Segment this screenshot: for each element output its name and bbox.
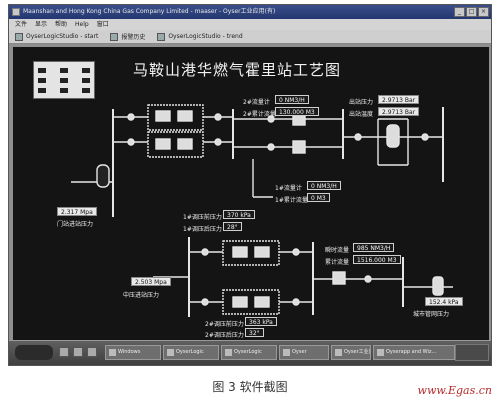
maximize-button[interactable]: □ (466, 7, 477, 17)
window-controls: _ □ × (454, 7, 489, 17)
menu-item-window[interactable]: 窗口 (96, 21, 109, 28)
menu-item-help-cn[interactable]: 帮助 (55, 21, 68, 28)
value-tiao1-p1: 370 kPa (223, 210, 255, 219)
legend-row (38, 88, 92, 93)
value-tiao1-p2: 28° (223, 222, 242, 231)
taskbar-task[interactable]: Oyser (279, 345, 329, 360)
menu-item-file[interactable]: 文件 (15, 21, 28, 28)
value-1-total: 0 M3 (307, 193, 330, 202)
label-tiao1-p1: 1#调压前压力 (183, 214, 222, 221)
label-dist-flow: 瞬时流量 (325, 247, 350, 254)
app-icon (12, 8, 20, 16)
minimize-button[interactable]: _ (454, 7, 465, 17)
window-title: Maanshan and Hong Kong China Gas Company… (23, 8, 276, 15)
toolbar-button-label: 报警历史 (121, 34, 146, 41)
window-titlebar: Maanshan and Hong Kong China Gas Company… (9, 5, 491, 19)
label-tiao2-p2: 2#调压后压力 (205, 332, 244, 339)
label-tiao2-p1: 2#调压前压力 (205, 321, 244, 328)
value-dist-total: 1516.000 M3 (353, 255, 401, 264)
label-dist-total: 累计流量 (325, 259, 350, 266)
legend-row (38, 68, 92, 73)
taskbar-task[interactable]: Oyserapp and Wiz... (373, 345, 455, 360)
process-diagram-canvas: 马鞍山港华燃气霍里站工艺图 2#流量计 0 NM3/H 2#累计流量 130.0… (13, 47, 489, 341)
taskbar-task[interactable]: OyserLogic (221, 345, 277, 360)
value-city-pressure: 152.4 kPa (425, 297, 463, 306)
value-mid-pressure: 2.503 Mpa (131, 277, 171, 286)
value-dist-flow: 985 NM3/H (353, 243, 395, 252)
legend-panel (33, 61, 95, 99)
value-inlet-pressure: 2.317 Mpa (57, 207, 97, 216)
taskbar: Windows OyserLogic OyserLogic Oyser Oyse… (9, 340, 491, 365)
taskbar-task[interactable]: Windows (105, 345, 161, 360)
value-outlet-pressure: 2.9713 Bar (378, 95, 420, 104)
app-icon[interactable] (87, 347, 97, 357)
menu-item-view[interactable]: 显示 (35, 21, 48, 28)
quick-launch (59, 347, 97, 357)
diagram-title: 马鞍山港华燃气霍里站工艺图 (133, 61, 342, 79)
label-outlet-temp: 出站温度 (349, 111, 374, 118)
menu-item-help[interactable]: Help (75, 21, 89, 28)
label-city-pressure: 城市管网压力 (413, 311, 450, 318)
taskbar-task[interactable]: Oyser工业应用 (331, 345, 371, 360)
toolbar: OyserLogicStudio - start 报警历史 OyserLogic… (9, 30, 491, 44)
label-2-flow: 2#流量计 (243, 99, 270, 106)
label-1-total: 1#累计流量 (275, 197, 308, 204)
app-icon (15, 32, 23, 41)
toolbar-button-alarm[interactable]: 报警历史 (110, 32, 145, 41)
label-tiao1-p2: 1#调压后压力 (183, 226, 222, 233)
label-1-flow: 1#流量计 (275, 185, 302, 192)
start-button[interactable] (15, 345, 53, 360)
value-2-flow: 0 NM3/H (275, 95, 309, 104)
alarm-icon (110, 32, 119, 41)
figure-caption: 图 3 软件截图 (212, 380, 288, 394)
taskbar-task[interactable]: OyserLogic (163, 345, 219, 360)
system-tray (455, 344, 489, 361)
label-inlet-pressure: 门站进站压力 (57, 221, 94, 228)
value-tiao2-p2: 32° (245, 328, 264, 337)
browser-icon[interactable] (73, 347, 83, 357)
legend-row (38, 78, 92, 83)
label-outlet-pressure: 出站压力 (349, 99, 374, 106)
pipeline-diagram (71, 104, 453, 317)
toolbar-button-label: OyserLogicStudio - trend (168, 33, 243, 40)
toolbar-button-start[interactable]: OyserLogicStudio - start (15, 32, 99, 41)
value-tiao2-p1: 363 kPa (245, 317, 277, 326)
value-outlet-temp: 2.9713 Bar (378, 107, 420, 116)
label-2-total: 2#累计流量 (243, 111, 276, 118)
toolbar-button-label: OyserLogicStudio - start (26, 33, 99, 40)
menu-bar: 文件 显示 帮助 Help 窗口 (9, 19, 491, 30)
desktop-icon[interactable] (59, 347, 69, 357)
watermark: www.Egas.cn (417, 384, 492, 397)
value-2-total: 130.000 M3 (275, 107, 319, 116)
screenshot-frame: Maanshan and Hong Kong China Gas Company… (8, 4, 492, 366)
value-1-flow: 0 NM3/H (307, 181, 341, 190)
toolbar-button-trend[interactable]: OyserLogicStudio - trend (157, 32, 243, 41)
close-button[interactable]: × (478, 7, 489, 17)
trend-icon (157, 32, 166, 41)
label-mid-pressure: 中压进站压力 (123, 292, 160, 299)
